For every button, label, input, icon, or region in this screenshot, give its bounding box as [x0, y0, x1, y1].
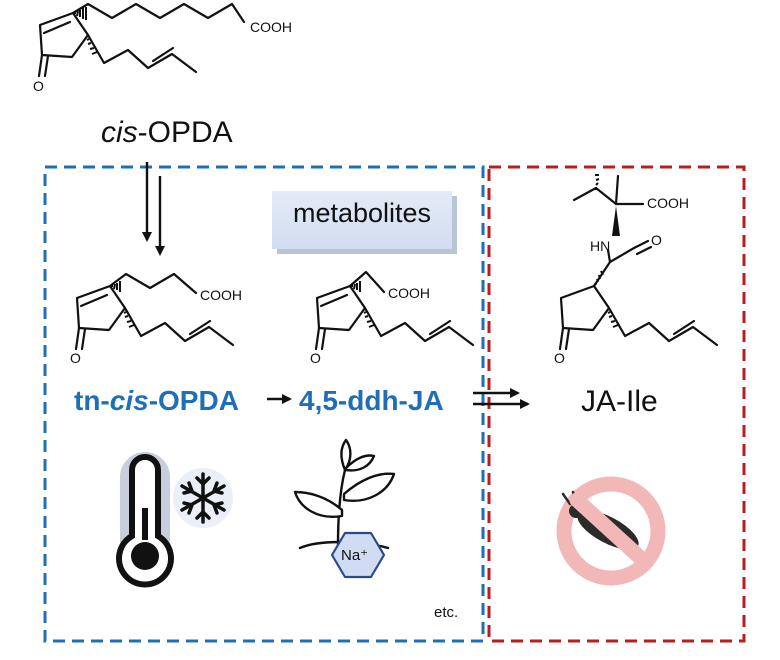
sodium-label: Na⁺ [341, 547, 369, 564]
ja-ile-carboxyl-label: COOH [647, 195, 689, 211]
etc-label: etc. [434, 604, 459, 621]
cis-opda-carboxyl-label: COOH [250, 19, 292, 35]
thermometer-icon [116, 452, 174, 588]
cis-opda-name-italic: cis [101, 116, 138, 149]
metabolites-label: metabolites [292, 198, 432, 228]
ddh-ja-carboxyl-label: COOH [388, 285, 430, 301]
stereo-hash-bonds [74, 7, 619, 328]
ja-ile-name: JA-Ile [581, 385, 658, 418]
snowflake-icon [173, 468, 233, 528]
tn-cis-opda-name-italic: cis [109, 385, 149, 416]
ja-ile-structure [558, 174, 719, 351]
tn-cis-opda-name: tn-cis-OPDA [74, 385, 239, 417]
metabolites-label-box [272, 191, 452, 249]
wedge-bond [612, 206, 620, 236]
tn-cis-opda-carboxyl-label: COOH [200, 287, 242, 303]
plant-icon [293, 438, 396, 579]
cis-opda-structure [37, 2, 246, 78]
ddh-ja-oxo-label: O [310, 350, 321, 366]
ja-ile-carbonyl-o-label: O [651, 232, 662, 248]
ja-ile-nh-label: HN [590, 238, 611, 254]
tn-cis-opda-oxo-label: O [70, 350, 81, 366]
ja-ile-oxo-label: O [554, 350, 565, 366]
no-insect-icon [556, 476, 666, 586]
cis-opda-name-suffix: -OPDA [137, 116, 233, 149]
cis-opda-name: cis-OPDA [101, 116, 233, 150]
tn-cis-opda-name-post: -OPDA [148, 385, 239, 416]
cis-opda-oxo-label: O [33, 78, 44, 94]
tn-cis-opda-structure [74, 272, 235, 351]
ddh-ja-structure [314, 270, 475, 351]
conversion-arrows [142, 162, 530, 409]
tn-cis-opda-name-pre: tn- [74, 385, 110, 416]
ddh-ja-name: 4,5-ddh-JA [299, 385, 444, 416]
